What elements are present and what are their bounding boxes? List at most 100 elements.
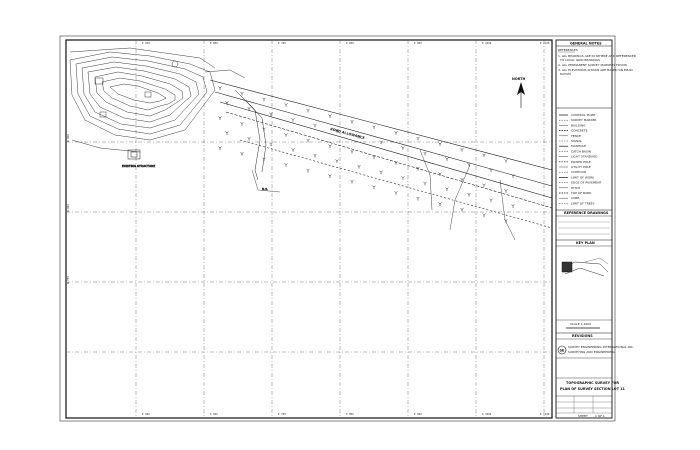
tree-symbols [218,86,515,223]
reference-drawings-heading: REFERENCE DRAWINGS [564,211,609,215]
tree-symbol-icon [504,219,508,223]
tree-symbol-icon [416,136,420,141]
grid-coord-bottom: E 600 [210,412,218,416]
grid-coord-top: E 600 [210,41,218,45]
title-block: GENERAL NOTES REFERENCES 1. ALL BEARINGS… [555,39,637,419]
company-logo-icon: SE [557,345,567,355]
legend-label: EDGE OF PAVEMENT [571,181,602,185]
sheet-label: SHEET [578,414,588,418]
legend-label: CURB [571,196,579,200]
drawing-title-line-2: PLAN OF SURVEY SECTION LOT 11 [560,387,626,391]
tree-symbol-icon [511,174,515,178]
tree-symbol-icon [306,138,310,143]
grid-coord-bottom: E 800 [346,412,354,416]
grid-coord-top: E 900 [414,41,422,45]
legend-label: LIMIT OF WORK [571,175,595,179]
tree-symbol-icon [394,191,398,195]
tree-symbol-icon [350,179,354,184]
tree-symbol-icon [372,125,376,130]
tree-symbol-icon [467,192,471,197]
side-grid-coords: N 900 N 800 N 700 [66,134,70,284]
tree-symbol-icon [357,134,361,139]
tree-symbol-icon [504,189,508,193]
legend-label: CONTROL POINT [571,113,596,117]
legend-label: LIGHT STANDARD [571,155,598,159]
tree-symbol-icon [291,118,295,122]
tree-symbol-icon [350,119,354,124]
tree-symbol-icon [240,121,244,126]
general-note: 3. ALL ELEVATIONS SHOWN ARE BASED ON MEA… [558,68,633,72]
tree-symbol-icon [218,86,222,90]
map-frame [65,39,553,419]
legend-label: SURVEY MARKER [571,118,596,122]
general-notes-heading: GENERAL NOTES [570,42,602,46]
tree-symbol-icon [489,168,493,173]
tree-symbol-icon [460,207,464,212]
legend-label: DITCH [571,186,580,190]
legend-label: MANHOLE [571,144,586,148]
tree-symbol-icon [394,161,398,165]
tree-symbol-icon [482,153,486,158]
revisions-heading: REVISIONS [572,334,593,338]
tree-symbol-icon [218,146,222,150]
tree-symbol-icon [269,142,273,147]
grid-coord-side: N 800 [66,204,70,212]
callout-text: N.S. [262,187,268,191]
tree-symbol-icon [306,168,310,173]
drawing-title-line-1: TOPOGRAPHIC SURVEY FOR [566,381,619,385]
general-note: TO LOCAL GRID BEARINGS [559,58,600,62]
grid-coord-bottom: E 700 [278,412,286,416]
survey-callout-leader: N.S. [251,169,281,193]
tree-symbol-icon [489,198,493,203]
tree-symbol-icon [328,114,332,118]
company-sub: SURVEYING AND ENGINEERING [568,350,615,354]
tree-symbol-icon [262,127,266,132]
grid-coord-bottom: E 1100 [540,412,550,416]
tree-symbol-icon [291,148,295,152]
tree-symbol-icon [225,131,229,135]
tree-symbol-icon [372,155,376,160]
tree-symbol-icon [401,146,405,150]
legend-label: POWER POLE [571,160,591,164]
legend-label: SIGNAL [571,139,582,143]
tree-symbol-icon [423,151,427,156]
tree-symbol-icon [445,187,449,191]
tree-symbol-icon [247,136,251,141]
scale-label: SCALE 1:1000 [570,322,591,326]
svg-text:SE: SE [560,349,565,353]
top-grid-coords: E 500 E 600 E 700 E 800 E 900 E 1000 E 1… [142,41,550,45]
tree-symbol-icon [460,177,464,182]
tree-symbol-icon [262,97,266,102]
general-note: DATUM [560,72,571,76]
tree-symbol-icon [247,106,251,111]
tree-symbol-icon [445,157,449,161]
tree-symbol-icon [313,153,317,158]
north-label: NORTH [512,77,525,81]
structure-callout: EXISTING STRUCTURE [122,164,155,168]
grid-coord-bottom: E 1000 [482,412,492,416]
tree-symbol-icon [401,176,405,180]
key-plan-heading: KEY PLAN [576,241,595,245]
tree-symbol-icon [350,149,354,154]
tree-symbol-icon [416,166,420,171]
tree-symbol-icon [284,103,288,107]
company-name: SURVEY ENGINEERING INTERNATIONAL INC. [568,345,634,349]
tree-symbol-icon [225,101,229,105]
references-label: REFERENCES [558,48,578,52]
grid-coord-bottom: E 900 [414,412,422,416]
grid-coord-top: E 1100 [540,41,550,45]
existing-structure: EXISTING STRUCTURE [122,149,155,168]
general-note: 1. ALL BEARINGS ARE IN SPHERE AND REFERE… [558,54,637,58]
drawing-outer-border [59,35,616,422]
legend-label: CONCRETE [571,129,588,133]
tree-symbol-icon [284,133,288,137]
key-plan-map [561,257,609,277]
tree-symbol-icon [467,162,471,167]
tree-symbol-icon [240,151,244,156]
legend-label: UTILITY POLE [571,165,591,169]
tree-symbol-icon [240,91,244,96]
tree-symbol-icon [482,213,486,218]
tree-symbol-icon [262,157,266,162]
